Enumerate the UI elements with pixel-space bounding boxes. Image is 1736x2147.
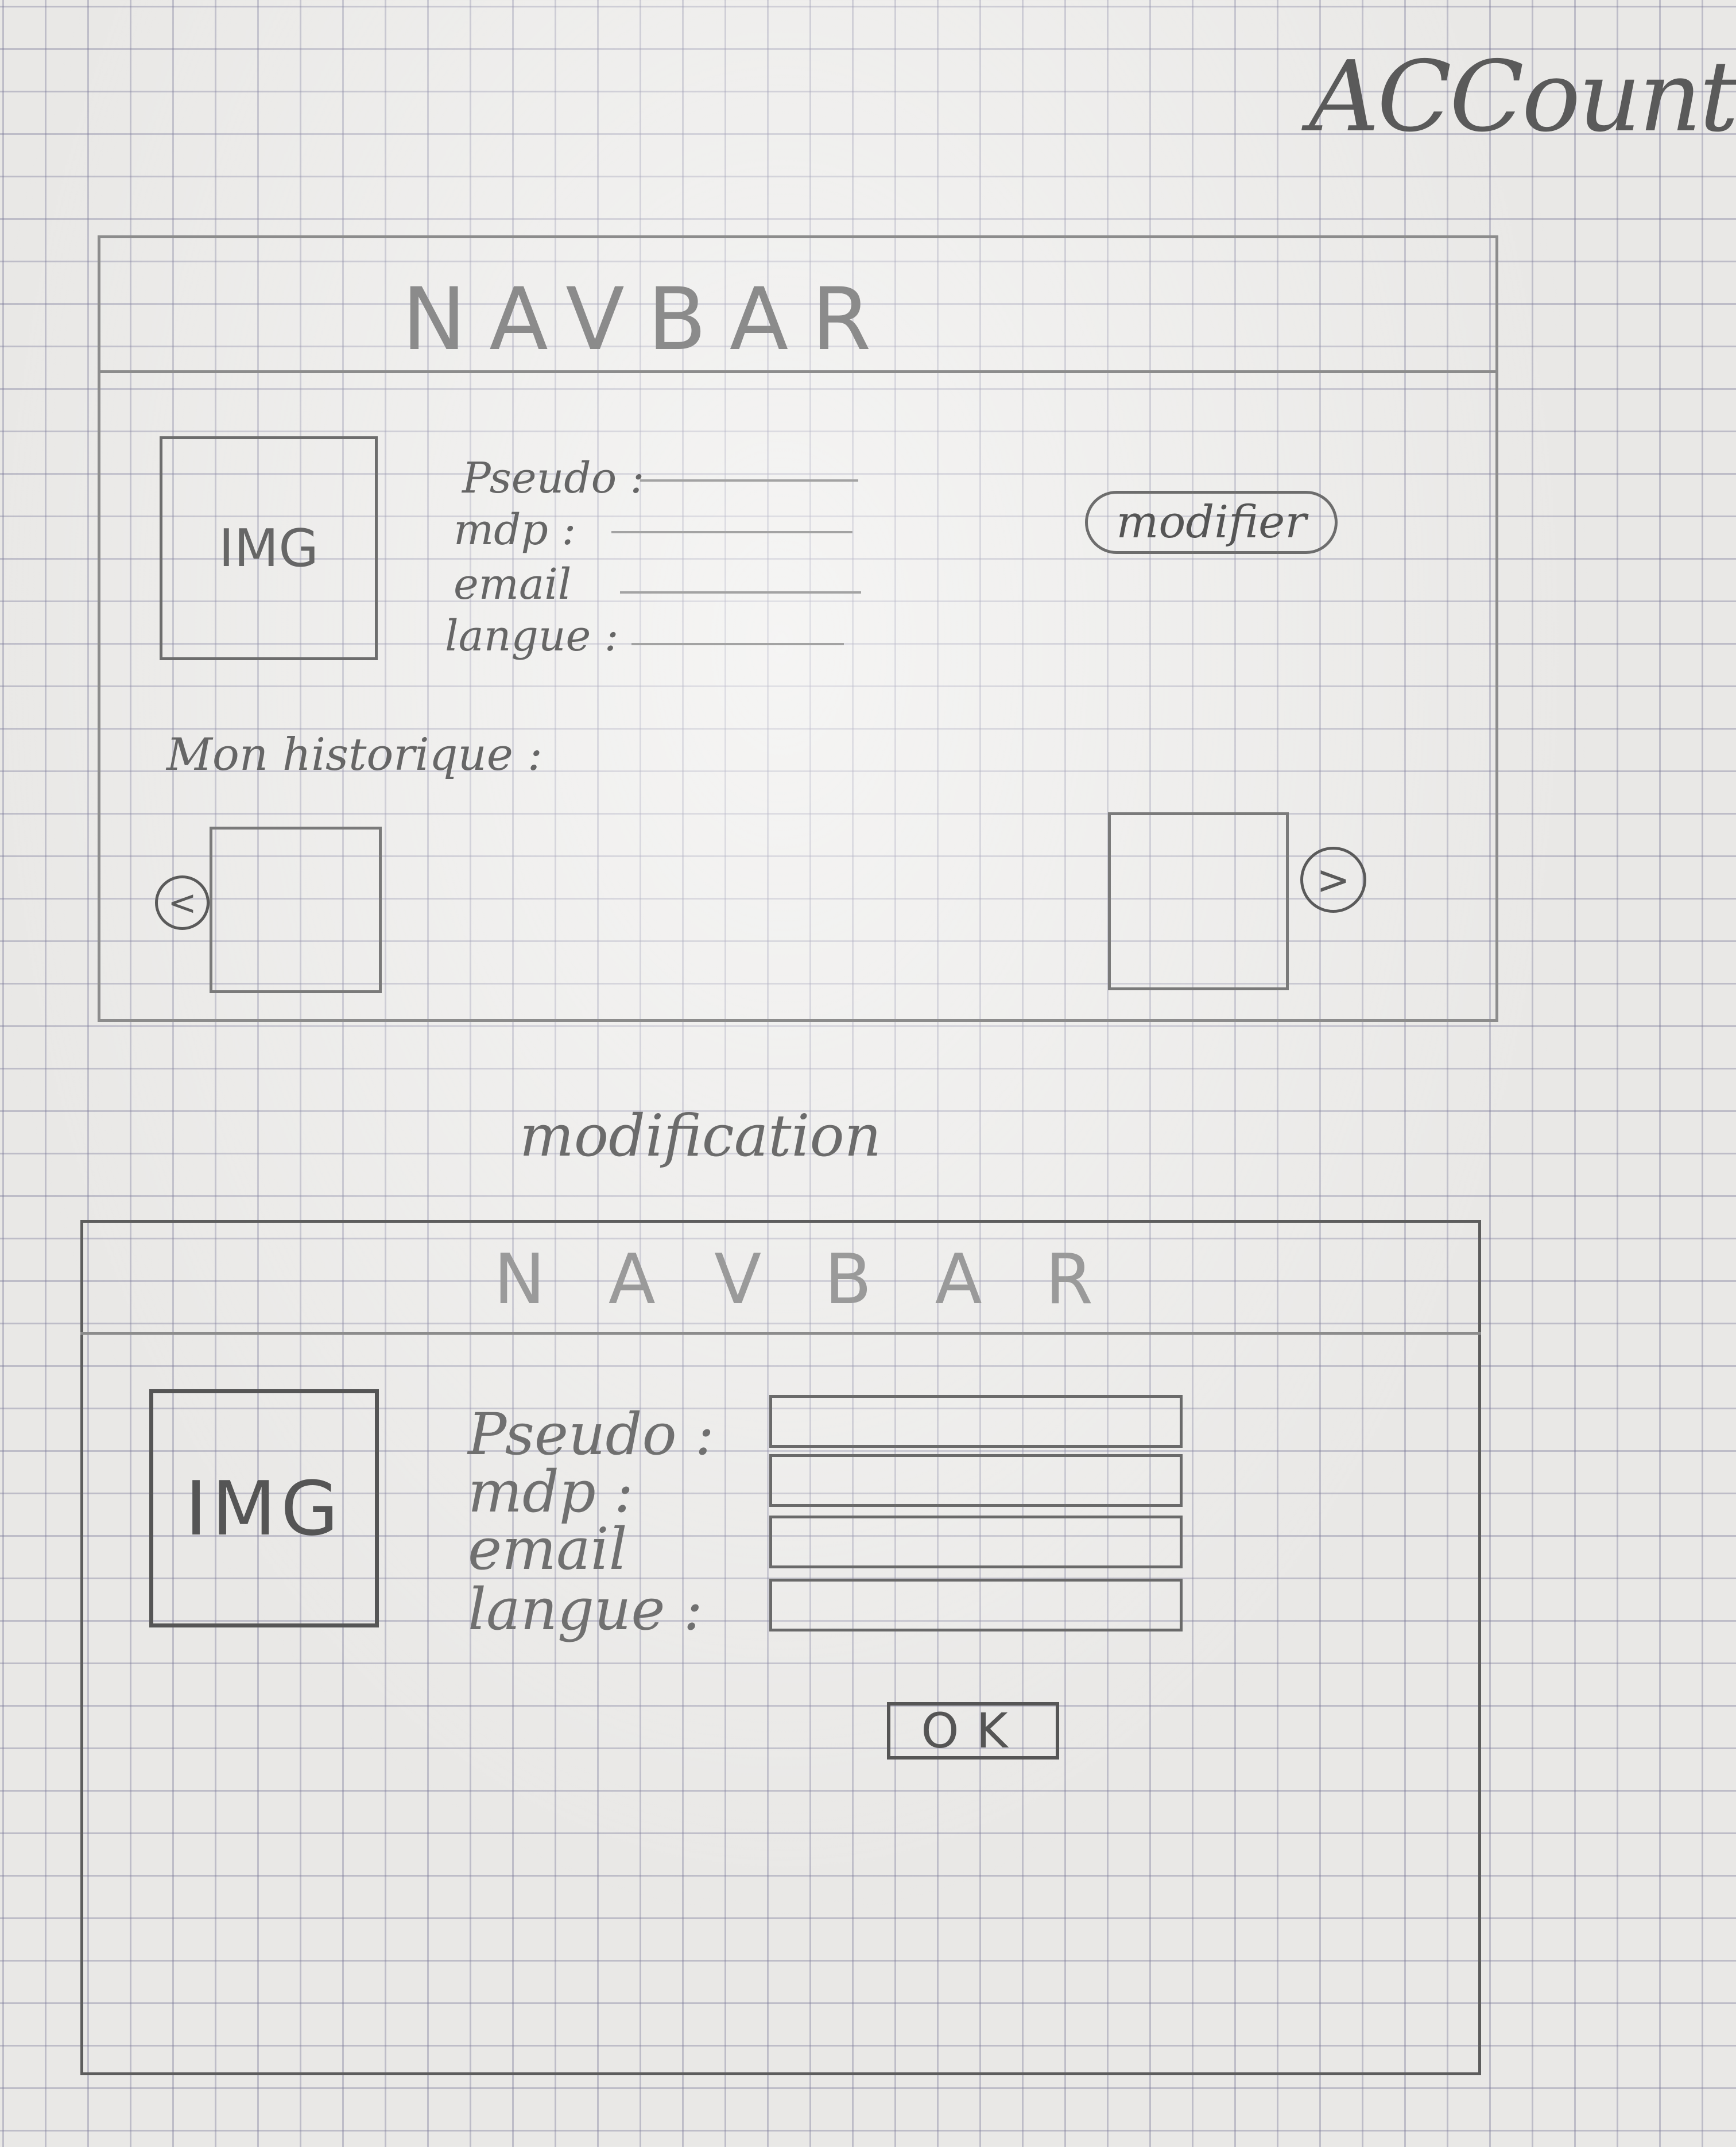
langue-label: langue : (445, 611, 619, 661)
edit-profile-image-label: IMG (185, 1464, 343, 1552)
email-input[interactable] (769, 1516, 1183, 1568)
pseudo-input[interactable] (769, 1395, 1183, 1448)
edit-profile-image-placeholder[interactable]: IMG (149, 1389, 379, 1627)
history-prev-button[interactable]: < (155, 875, 210, 930)
history-card[interactable] (210, 827, 382, 993)
mdp-input[interactable] (769, 1454, 1183, 1507)
section-label-modification: modification (520, 1102, 882, 1169)
email-label: email (454, 560, 572, 609)
edit-email-label: email (468, 1516, 627, 1583)
mdp-label: mdp : (454, 505, 576, 555)
edit-pseudo-label: Pseudo : (468, 1401, 715, 1468)
edit-mdp-label: mdp : (468, 1458, 634, 1525)
page-title: ACCount (1309, 40, 1736, 154)
modifier-button[interactable]: modifier (1085, 491, 1338, 554)
account-navbar-label: NAVBAR (402, 270, 894, 370)
langue-value-line (631, 643, 844, 645)
account-navbar (98, 235, 1498, 373)
edit-navbar-label: NAVBAR (494, 1240, 1157, 1320)
history-title: Mon historique : (166, 729, 543, 781)
pseudo-label: Pseudo : (462, 454, 645, 503)
history-next-button[interactable]: > (1300, 847, 1366, 913)
profile-image-placeholder: IMG (160, 436, 378, 660)
edit-view-frame (80, 1220, 1481, 2075)
history-card[interactable] (1108, 812, 1289, 990)
email-value-line (620, 591, 861, 594)
account-view-frame (98, 235, 1498, 1022)
pseudo-value-line (640, 479, 858, 482)
ok-button[interactable]: OK (887, 1702, 1059, 1760)
profile-image-label: IMG (219, 518, 319, 579)
edit-navbar (80, 1220, 1481, 1335)
mdp-value-line (611, 531, 852, 533)
langue-input[interactable] (769, 1579, 1183, 1631)
edit-langue-label: langue : (468, 1576, 703, 1643)
